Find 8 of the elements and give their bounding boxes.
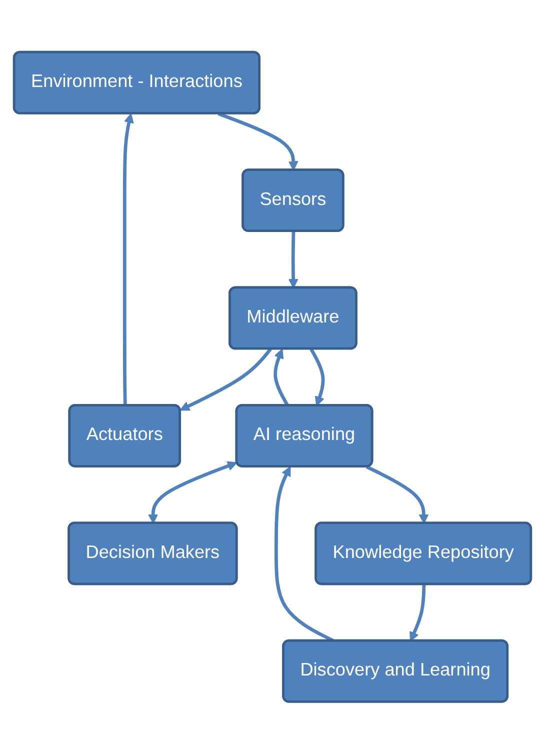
arrow [410,584,426,642]
arrow [366,464,429,524]
arrow [148,460,238,524]
arrow [180,348,272,410]
arrow [310,348,325,406]
arrow [122,112,134,406]
arrow [288,231,298,288]
arrow [218,112,298,170]
